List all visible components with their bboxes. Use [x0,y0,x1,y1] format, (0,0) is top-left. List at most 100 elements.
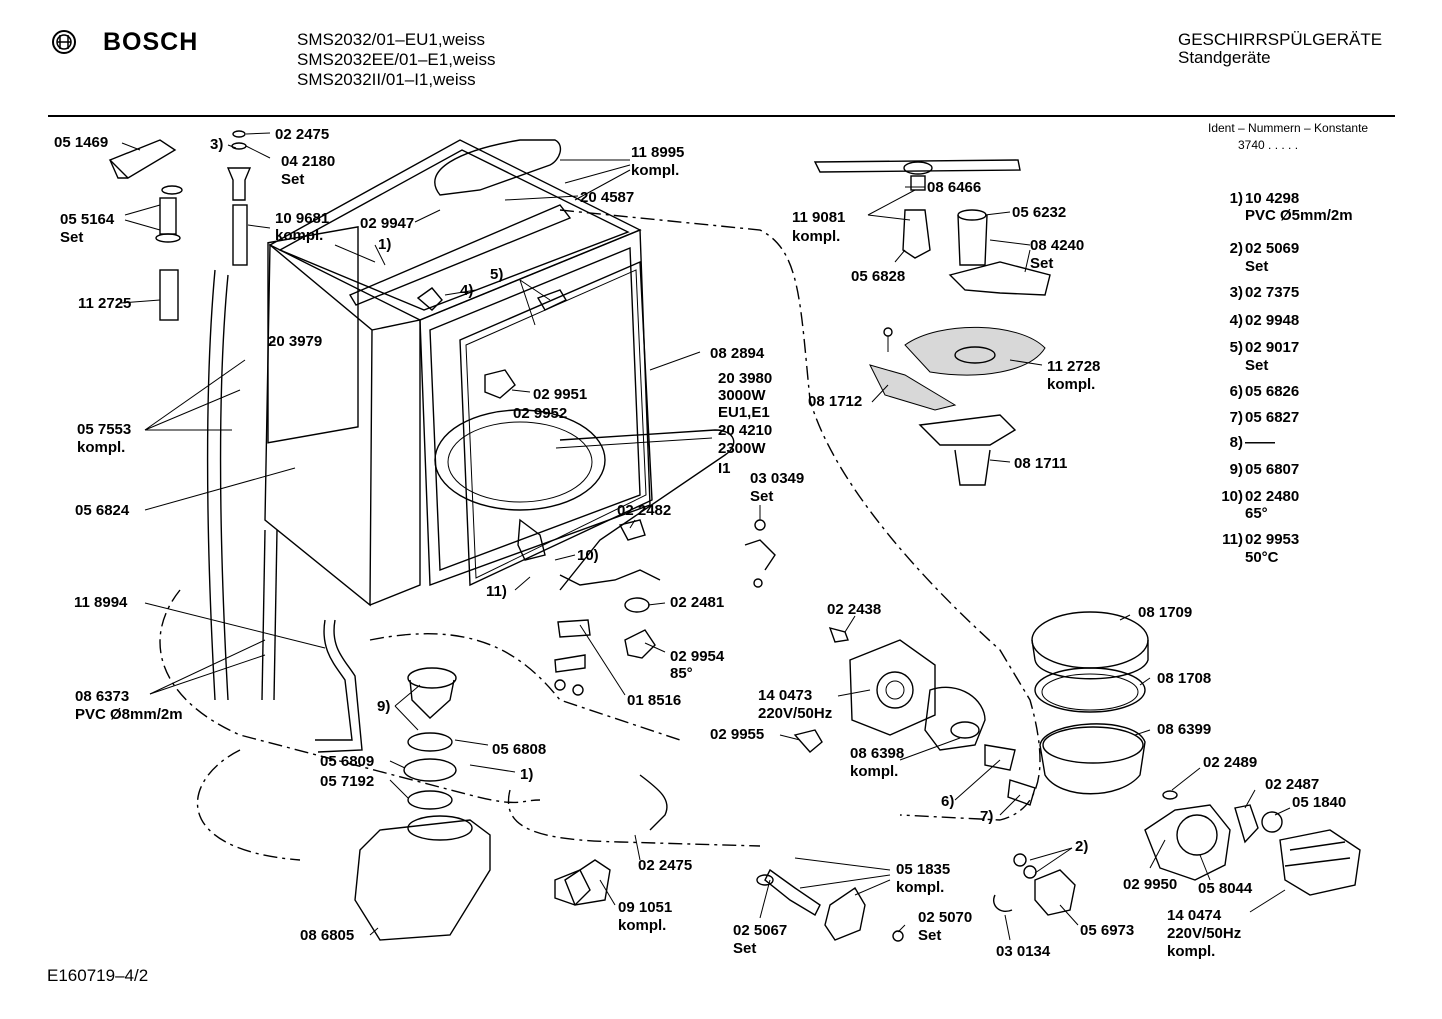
part-label: 02 2475 [638,857,693,874]
legend-note: Set [1245,258,1269,275]
bosch-logo-icon [52,30,76,54]
ident-value: 3740 . . . . . [1238,138,1299,152]
part-label: 02 5070 [918,909,973,926]
small-parts-drawing [416,287,1076,942]
part-label: 02 9951 [533,386,588,403]
part-label: 05 7553 [77,421,132,438]
callout-label: 1) [520,766,534,783]
legend-note: Set [1245,357,1269,374]
part-label: 05 5164 [60,211,115,228]
part-label: 11 8995 [631,144,685,161]
part-label: 02 2481 [670,594,725,611]
part-label: 05 6809 [320,753,375,770]
part-label: 02 2489 [1203,754,1258,771]
part-label: 08 6373 [75,688,130,705]
ident-title: Ident – Nummern – Konstante [1208,121,1369,135]
legend-number: 1) [1229,190,1243,207]
part-label: 02 9955 [710,726,765,743]
part-note: Set [918,927,942,944]
model-line-1: SMS2032/01–EU1,weiss [297,30,486,49]
leader-lines [119,132,1291,941]
part-label: 03 0349 [750,470,805,487]
part-note: Set [60,229,84,246]
part-note: kompl. [631,162,680,179]
part-label: 02 9950 [1123,876,1178,893]
part-label: 02 2438 [827,601,882,618]
legend-code: 02 9953 [1245,531,1300,548]
part-note: 3000W [718,387,766,404]
brand-name: BOSCH [103,28,199,56]
sump-assembly-drawing [354,667,668,941]
part-label: 08 1708 [1157,670,1212,687]
legend-code: 05 6807 [1245,461,1300,478]
part-label: 04 2180 [281,153,336,170]
part-note: 220V/50Hz [1167,925,1242,942]
part-label: 10 9681 [275,210,330,227]
part-label: 20 3980 [718,370,773,387]
part-label: 05 1469 [54,134,109,151]
part-label: 02 2482 [617,502,672,519]
part-label: 08 6466 [927,179,982,196]
part-note: PVC Ø8mm/2m [75,706,183,723]
sump-rings-drawing [1031,611,1149,795]
part-label: 05 1835 [896,861,951,878]
bottom-hose-outline [507,789,761,847]
part-label: 14 0474 [1167,907,1222,924]
legend-number: 6) [1229,383,1243,400]
part-note: Set [733,940,757,957]
callout-label: 11) [486,583,507,600]
part-note: kompl. [1167,943,1216,960]
part-label: 20 3979 [268,333,323,350]
part-note: Set [281,171,305,188]
legend-code: 02 5069 [1245,240,1300,257]
part-note: 2300W [718,440,766,457]
part-label: 05 7192 [320,773,375,790]
circulation-pump-drawing [1144,790,1361,896]
part-label: 05 8044 [1198,880,1253,897]
part-note: kompl. [618,917,667,934]
legend-number: 9) [1229,461,1243,478]
legend-number: 2) [1229,240,1243,257]
part-note: kompl. [792,228,841,245]
part-label: 11 2728 [1047,358,1101,375]
legend-note: 50°C [1245,549,1279,566]
legend-number: 4) [1229,312,1243,329]
legend-code: 02 2480 [1245,488,1300,505]
part-label: 02 9952 [513,405,568,422]
spray-arm-drawing [813,159,1051,296]
part-label: 08 6399 [1157,721,1212,738]
part-note: Set [1030,255,1054,272]
legend-code: 02 9948 [1245,312,1300,329]
part-label: 05 1840 [1292,794,1347,811]
part-label: 20 4587 [580,189,635,206]
part-label: 02 9954 [670,648,725,665]
part-label: 02 2475 [275,126,330,143]
part-label: 08 2894 [710,345,765,362]
part-label: 05 6232 [1012,204,1067,221]
legend-code: —— [1245,434,1275,451]
part-label: 11 8994 [74,594,128,611]
part-label: 14 0473 [758,687,813,704]
callout-label: 9) [377,698,391,715]
legend-note: PVC Ø5mm/2m [1245,207,1353,224]
legend-note: 65° [1245,505,1268,522]
callout-label: 4) [460,282,474,299]
category-title: GESCHIRRSPÜLGERÄTE [1178,30,1383,49]
part-label: 09 1051 [618,899,673,916]
model-line-2: SMS2032EE/01–E1,weiss [297,50,496,69]
part-label: 08 4240 [1030,237,1085,254]
legend-code: 02 9017 [1245,339,1300,356]
part-label: 11 9081 [792,209,846,226]
legend-number: 8) [1229,434,1243,451]
pump-motor-drawing [793,626,1036,806]
part-label: 02 9947 [360,215,415,232]
part-label: 08 1711 [1014,455,1068,472]
legend-code: 05 6826 [1245,383,1300,400]
part-label: 01 8516 [627,692,682,709]
legend-code: 05 6827 [1245,409,1300,426]
part-label: 20 4210 [718,422,773,439]
part-note: kompl. [275,227,324,244]
callout-label: 10) [577,547,599,564]
part-note: I1 [718,460,731,477]
model-line-3: SMS2032II/01–I1,weiss [297,70,476,89]
